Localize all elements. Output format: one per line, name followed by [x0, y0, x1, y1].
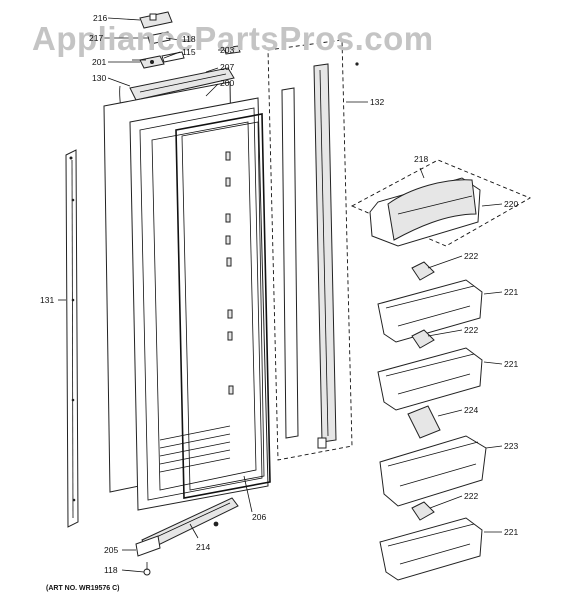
callout-206: 206 — [252, 512, 266, 522]
liner-vents — [159, 425, 231, 473]
clip-224 — [407, 405, 441, 439]
callout-224: 224 — [464, 405, 478, 415]
callout-214: 214 — [196, 542, 210, 552]
callout-131: 131 — [40, 295, 54, 305]
callout-201: 201 — [92, 57, 106, 67]
callout-118-top: 118 — [182, 34, 196, 44]
callout-205: 205 — [104, 545, 118, 555]
callout-130: 130 — [92, 73, 106, 83]
callout-221-upper: 221 — [504, 287, 518, 297]
part-131-trim-strip — [65, 149, 79, 528]
callout-217: 217 — [89, 33, 103, 43]
hinge-hardware — [132, 11, 241, 69]
leader-lines — [58, 17, 503, 573]
part-220-dairy-bin — [350, 159, 532, 247]
callout-222-middle: 222 — [464, 325, 478, 335]
art-number: (ART NO. WR19576 C) — [46, 585, 120, 592]
door-bin-223 — [379, 435, 487, 507]
callout-222-upper: 222 — [464, 251, 478, 261]
callout-118-bottom: 118 — [104, 565, 118, 575]
door-bin-221-middle — [377, 329, 483, 411]
part-200-door-liner — [129, 97, 269, 511]
callout-221-lower: 221 — [504, 527, 518, 537]
callout-115: 115 — [182, 47, 196, 57]
callout-200: 200 — [220, 78, 234, 88]
callout-222-lower: 222 — [464, 491, 478, 501]
callout-223: 223 — [504, 441, 518, 451]
callout-labels: 216 217 118 115 203 201 207 130 200 132 … — [40, 13, 518, 575]
callout-218: 218 — [414, 154, 428, 164]
callout-207: 207 — [220, 62, 234, 72]
callout-221-middle: 221 — [504, 359, 518, 369]
door-bin-221-upper — [377, 261, 483, 343]
part-206-gasket — [175, 113, 271, 499]
door-bin-221-lower — [379, 501, 483, 581]
watermark-text: AppliancePartsPros.com — [32, 20, 434, 57]
callout-220: 220 — [504, 199, 518, 209]
callout-203: 203 — [220, 45, 234, 55]
callout-132: 132 — [370, 97, 384, 107]
callout-216: 216 — [93, 13, 107, 23]
part-214-bottom-bar — [135, 497, 239, 576]
part-132-assembly — [267, 39, 359, 461]
